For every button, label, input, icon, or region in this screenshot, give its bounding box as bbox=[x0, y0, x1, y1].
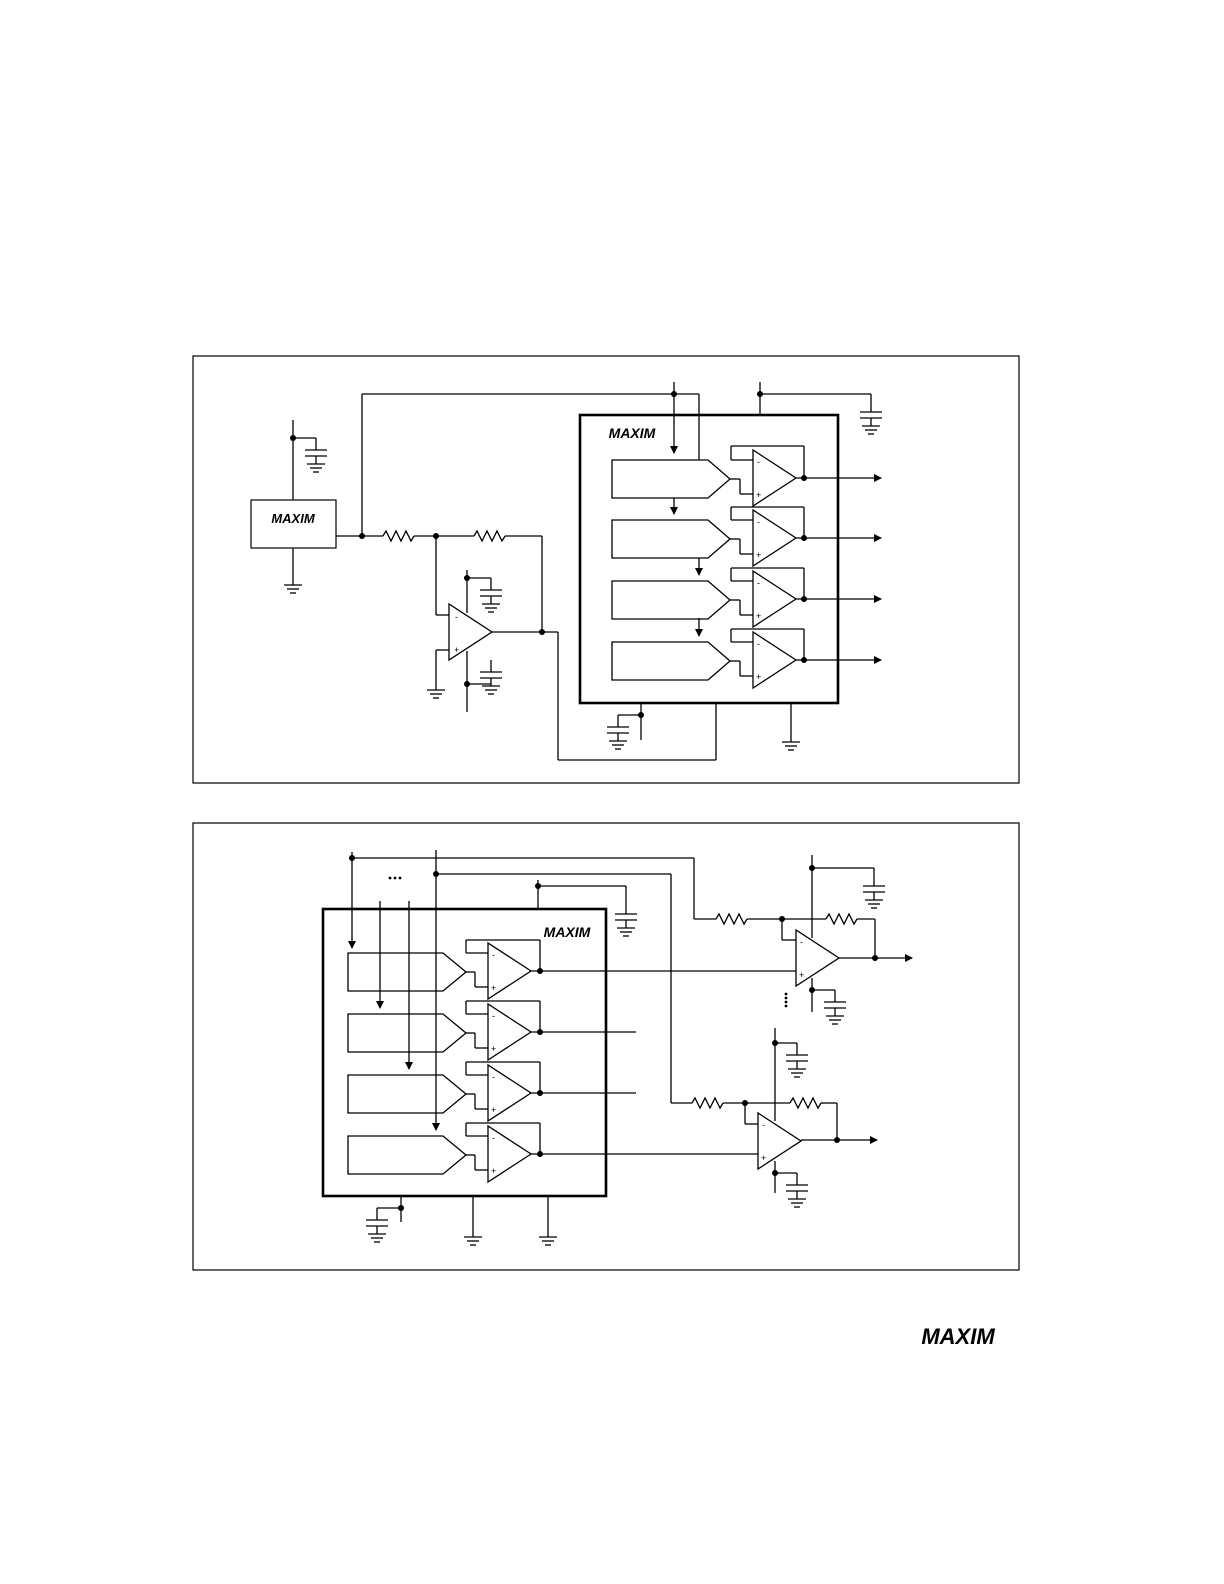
svg-text:+: + bbox=[761, 1153, 766, 1163]
svg-text:+: + bbox=[756, 672, 761, 682]
svg-text:+: + bbox=[756, 611, 761, 621]
svg-text:-: - bbox=[455, 612, 458, 622]
channel-2: - + bbox=[347, 1000, 636, 1062]
output-opamp bbox=[487, 941, 533, 1001]
figure-2-input-buses bbox=[348, 850, 695, 1131]
svg-text:+: + bbox=[756, 550, 761, 560]
svg-text:+: + bbox=[491, 1166, 496, 1176]
svg-text:-: - bbox=[762, 1120, 765, 1130]
dac-block bbox=[611, 519, 731, 559]
chip-logo-1: MAXIM bbox=[609, 425, 656, 441]
svg-text:+: + bbox=[491, 1044, 496, 1054]
dac-block bbox=[611, 641, 731, 681]
dac-block bbox=[347, 1074, 468, 1114]
svg-text:+: + bbox=[491, 1105, 496, 1115]
dac-chip-1: MAXIM - + bbox=[578, 413, 882, 705]
channel-2: - + bbox=[611, 506, 882, 568]
feedback-resistor bbox=[825, 912, 858, 926]
output-opamp bbox=[752, 508, 798, 568]
channel-3: - + bbox=[611, 567, 882, 629]
chip-logo-2: MAXIM bbox=[544, 924, 591, 940]
figure-1: MAXIM - + bbox=[192, 355, 1020, 784]
svg-text:-: - bbox=[757, 639, 760, 649]
svg-text:+: + bbox=[756, 490, 761, 500]
svg-text:-: - bbox=[757, 517, 760, 527]
summing-amp-2: - + bbox=[671, 1028, 878, 1208]
svg-text:+: + bbox=[799, 970, 804, 980]
dac-block bbox=[611, 459, 731, 499]
figure-2-frame bbox=[192, 822, 1020, 1271]
channel-1: - + bbox=[611, 445, 882, 508]
resistor-r2 bbox=[473, 529, 506, 543]
dac-block bbox=[347, 952, 468, 992]
dac-block bbox=[347, 1135, 468, 1175]
figure-1-frame bbox=[192, 355, 1020, 784]
svg-text:+: + bbox=[454, 645, 459, 655]
svg-text:-: - bbox=[492, 1072, 495, 1082]
svg-text:-: - bbox=[492, 950, 495, 960]
resistor-r1 bbox=[382, 529, 415, 543]
output-opamp bbox=[752, 448, 798, 508]
svg-text:-: - bbox=[492, 1011, 495, 1021]
channel-1: - + bbox=[347, 939, 606, 1001]
resistor bbox=[715, 912, 748, 926]
dac-block bbox=[611, 580, 731, 620]
feedback-resistor bbox=[789, 1096, 822, 1110]
output-opamp bbox=[487, 1063, 533, 1123]
figure-2: MAXIM - + - + bbox=[192, 822, 1020, 1271]
dac-chip-2: MAXIM - + - + bbox=[321, 907, 636, 1198]
buffer-opamp: - + bbox=[426, 536, 717, 761]
channel-3: - + bbox=[347, 1061, 636, 1123]
resistor bbox=[691, 1096, 724, 1110]
svg-text:-: - bbox=[757, 457, 760, 467]
svg-text:-: - bbox=[492, 1133, 495, 1143]
chip-1-bottom-pins bbox=[606, 703, 801, 751]
summing-amp-1: - + bbox=[694, 855, 913, 1025]
reference-network bbox=[336, 393, 699, 632]
output-opamp bbox=[487, 1124, 533, 1184]
svg-text:+: + bbox=[491, 983, 496, 993]
reference-logo: MAXIM bbox=[271, 511, 316, 526]
channel-4: - + bbox=[347, 1122, 606, 1184]
dac-block bbox=[347, 1013, 468, 1053]
svg-text:-: - bbox=[800, 937, 803, 947]
output-opamp bbox=[752, 630, 798, 690]
voltage-reference: MAXIM bbox=[250, 420, 337, 594]
brand-logo: MAXIM bbox=[921, 1324, 995, 1349]
svg-text:-: - bbox=[757, 578, 760, 588]
supply-rails-1 bbox=[671, 382, 883, 435]
chip-2-bottom-pins bbox=[365, 1196, 558, 1246]
output-opamp bbox=[752, 569, 798, 629]
channel-4: - + bbox=[611, 628, 882, 690]
output-opamp bbox=[487, 1002, 533, 1062]
